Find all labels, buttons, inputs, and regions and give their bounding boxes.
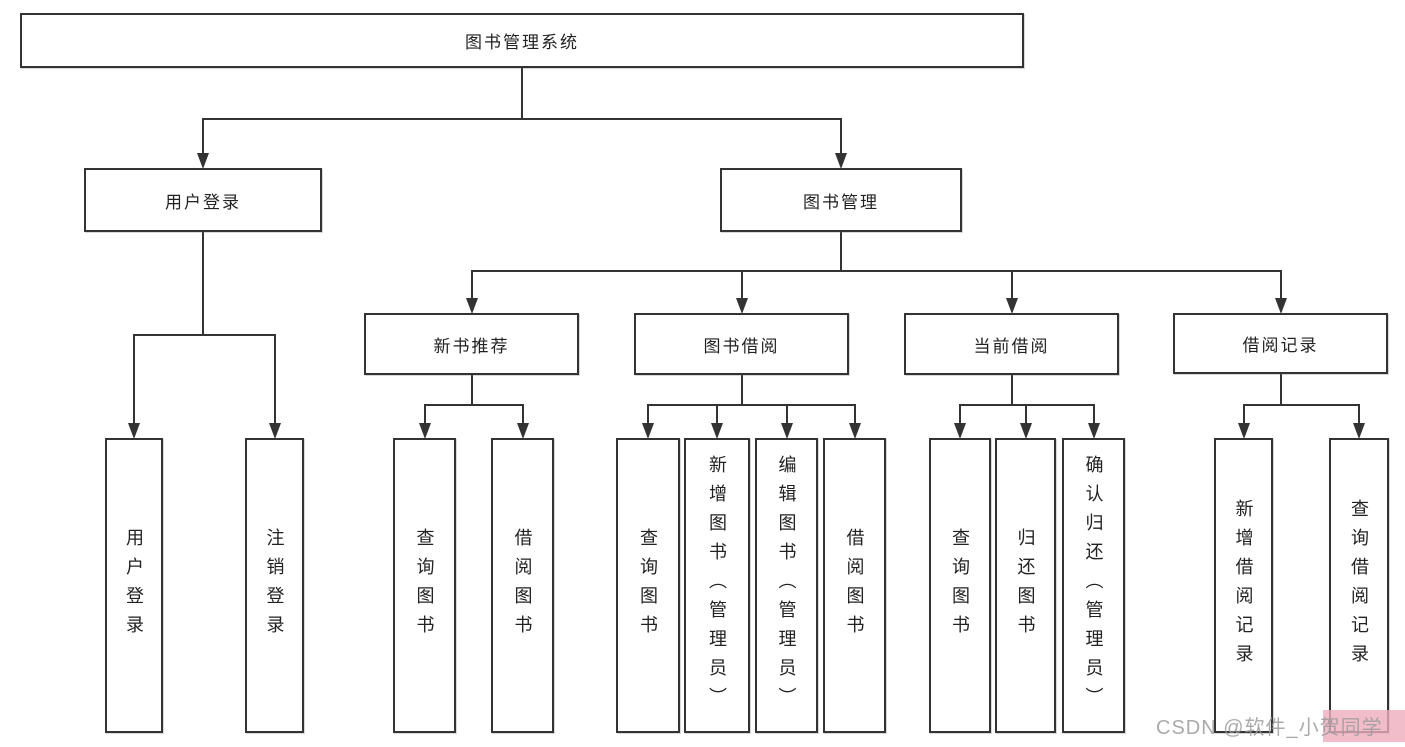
connector-line bbox=[959, 404, 961, 426]
watermark: CSDN @软件_小贺同学 bbox=[1156, 717, 1383, 739]
node-label: 查询图书 bbox=[414, 527, 435, 644]
node-label: 确认归还（管理员） bbox=[1083, 455, 1104, 716]
node-root: 图书管理系统 bbox=[20, 13, 1024, 68]
arrow-down-icon bbox=[1237, 423, 1250, 439]
node-label: 新书推荐 bbox=[433, 336, 510, 356]
connector-line bbox=[202, 118, 842, 120]
node-leaf-confirm-return: 确认归还（管理员） bbox=[1062, 438, 1125, 733]
node-label: 当前借阅 bbox=[973, 336, 1050, 356]
node-label: 借阅图书 bbox=[512, 527, 533, 644]
connector-line bbox=[423, 404, 426, 426]
arrow-down-icon bbox=[780, 423, 793, 439]
arrow-down-icon bbox=[848, 423, 861, 439]
connector-line bbox=[853, 404, 856, 426]
node-leaf-query-book-1: 查询图书 bbox=[393, 438, 456, 733]
node-book-borrow: 图书借阅 bbox=[634, 313, 849, 375]
arrow-down-icon bbox=[835, 153, 847, 169]
node-leaf-query-book-3: 查询图书 bbox=[929, 438, 991, 733]
node-label: 注销登录 bbox=[264, 527, 285, 644]
arrow-down-icon bbox=[516, 423, 529, 439]
connector-line bbox=[1092, 404, 1095, 426]
connector-line bbox=[1358, 404, 1360, 426]
node-label: 新增图书（管理员） bbox=[707, 455, 727, 716]
node-label: 图书管理系统 bbox=[465, 33, 579, 52]
watermark-highlight bbox=[1323, 710, 1405, 742]
node-label: 借阅图书 bbox=[844, 527, 865, 644]
connector-line bbox=[740, 375, 743, 406]
connector-line bbox=[1024, 404, 1027, 426]
arrow-down-icon bbox=[197, 153, 209, 169]
connector-line bbox=[716, 404, 718, 426]
arrow-down-icon bbox=[128, 423, 140, 439]
connector-line bbox=[202, 118, 204, 156]
connector-line bbox=[423, 404, 524, 406]
connector-line bbox=[840, 118, 842, 156]
node-leaf-borrow-book-1: 借阅图书 bbox=[491, 438, 554, 733]
node-label: 归还图书 bbox=[1015, 527, 1036, 644]
connector-line bbox=[1010, 270, 1013, 301]
connector-line bbox=[959, 404, 1095, 406]
connector-line bbox=[521, 68, 523, 120]
node-leaf-add-borrow-record: 新增借阅记录 bbox=[1214, 438, 1273, 733]
arrow-down-icon bbox=[1087, 423, 1100, 439]
node-book-management: 图书管理 bbox=[720, 168, 962, 232]
node-leaf-borrow-book-2: 借阅图书 bbox=[823, 438, 886, 733]
node-leaf-query-book-2: 查询图书 bbox=[616, 438, 680, 733]
node-new-book-recommend: 新书推荐 bbox=[364, 313, 579, 375]
node-label: 编辑图书（管理员） bbox=[776, 455, 797, 716]
arrow-down-icon bbox=[711, 423, 723, 439]
node-current-borrow: 当前借阅 bbox=[904, 313, 1119, 375]
connector-line bbox=[740, 270, 743, 301]
connector-line bbox=[133, 334, 276, 336]
node-leaf-add-book: 新增图书（管理员） bbox=[684, 438, 750, 733]
arrow-down-icon bbox=[1019, 423, 1032, 439]
node-label: 新增借阅记录 bbox=[1233, 498, 1254, 673]
arrow-down-icon bbox=[1353, 423, 1365, 439]
node-leaf-return-book: 归还图书 bbox=[995, 438, 1056, 733]
node-label: 查询图书 bbox=[950, 527, 970, 644]
node-label: 查询借阅记录 bbox=[1349, 498, 1369, 673]
connector-line bbox=[1010, 375, 1013, 406]
connector-line bbox=[133, 334, 135, 426]
node-label: 借阅记录 bbox=[1242, 336, 1319, 355]
connector-line bbox=[470, 270, 473, 301]
connector-line bbox=[1242, 404, 1245, 426]
connector-line bbox=[470, 375, 473, 406]
arrow-down-icon bbox=[1274, 298, 1287, 314]
connector-line bbox=[785, 404, 788, 426]
connector-line bbox=[202, 232, 204, 336]
connector-line bbox=[647, 404, 856, 406]
connector-line bbox=[1242, 404, 1360, 406]
node-leaf-logout: 注销登录 bbox=[245, 438, 304, 733]
arrow-down-icon bbox=[418, 423, 431, 439]
arrow-down-icon bbox=[954, 423, 966, 439]
arrow-down-icon bbox=[735, 298, 748, 314]
arrow-down-icon bbox=[642, 423, 654, 439]
node-leaf-edit-book: 编辑图书（管理员） bbox=[755, 438, 818, 733]
connector-line bbox=[1279, 374, 1282, 406]
node-user-login: 用户登录 bbox=[84, 168, 322, 232]
node-label: 用户登录 bbox=[124, 527, 144, 644]
connector-line bbox=[521, 404, 524, 426]
arrow-down-icon bbox=[268, 423, 281, 439]
connector-line bbox=[647, 404, 649, 426]
connector-line bbox=[1279, 270, 1282, 301]
node-borrow-records: 借阅记录 bbox=[1173, 313, 1388, 374]
node-label: 图书管理 bbox=[803, 192, 879, 212]
arrow-down-icon bbox=[465, 298, 478, 314]
node-label: 图书借阅 bbox=[703, 336, 780, 356]
connector-line bbox=[840, 232, 842, 272]
node-leaf-user-login: 用户登录 bbox=[105, 438, 163, 733]
node-label: 查询图书 bbox=[638, 527, 658, 644]
arrow-down-icon bbox=[1005, 298, 1018, 314]
connector-line bbox=[470, 270, 1282, 272]
connector-line bbox=[273, 334, 276, 426]
node-leaf-query-borrow-record: 查询借阅记录 bbox=[1329, 438, 1389, 733]
node-label: 用户登录 bbox=[165, 192, 241, 212]
